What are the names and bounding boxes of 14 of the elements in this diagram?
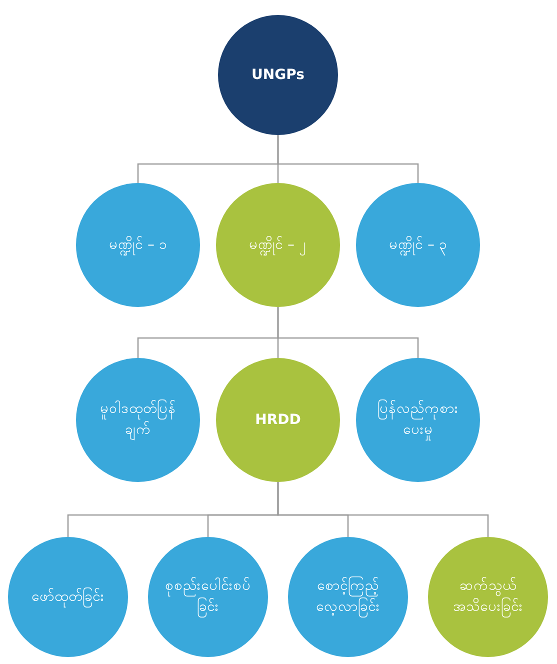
node-label: HRDD: [255, 410, 301, 430]
node-label: စုစည်းပေါင်းစပ်ခြင်း: [162, 576, 254, 618]
node-label: ဖော်ထုတ်ခြင်း: [32, 586, 104, 608]
connector-line: [277, 482, 489, 537]
node-label: ပြန်လည်ကုစားပေးမှု: [370, 399, 466, 441]
node-label: UNGPs: [252, 66, 304, 84]
node-label: ဆက်သွယ်အသိပေးခြင်း: [442, 576, 534, 618]
connector-line: [277, 135, 419, 183]
node-label: မူဝါဒထုတ်ပြန်ချက်: [90, 399, 186, 441]
node-label: မဏ္ဍိုင် – ၃: [389, 234, 447, 256]
node-label: မဏ္ဍိုင် – ၁: [109, 234, 167, 256]
node-label: မဏ္ဍိုင် – ၂: [249, 234, 307, 256]
connector-line: [277, 307, 419, 358]
node-label: စောင့်ကြည့်လေ့လာခြင်း: [302, 576, 394, 618]
